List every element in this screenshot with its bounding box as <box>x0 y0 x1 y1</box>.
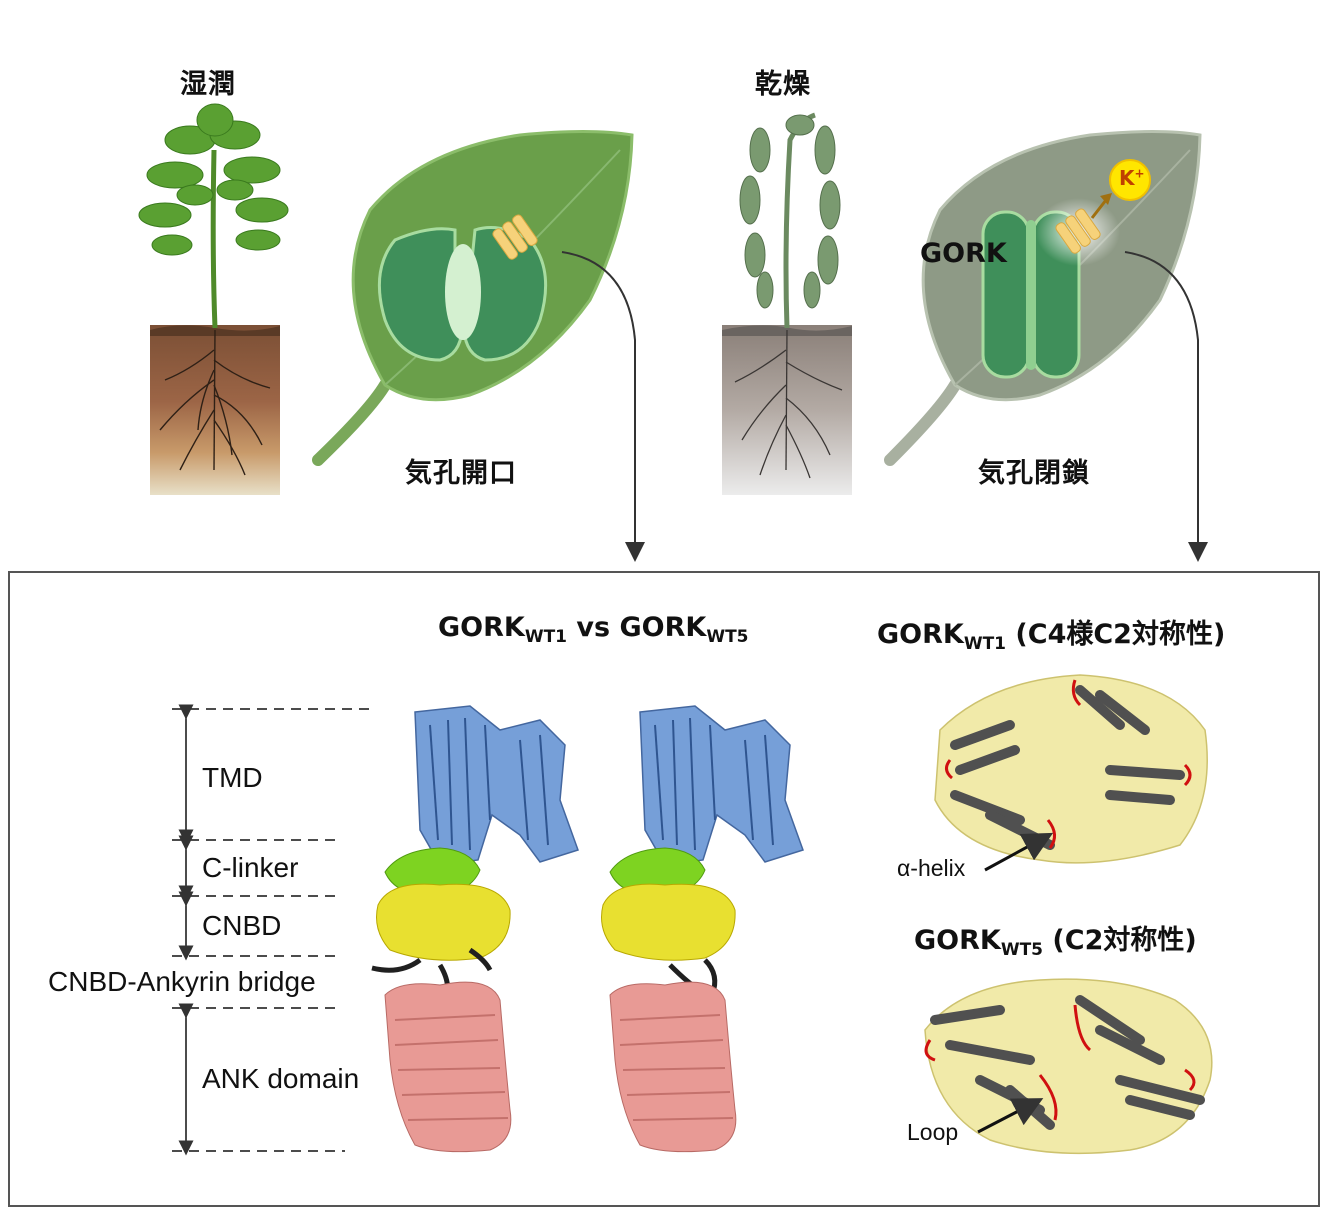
ion-symbol: K <box>1119 166 1135 190</box>
wt5-title-sub: WT5 <box>1000 940 1044 960</box>
structure-panel <box>8 571 1320 1207</box>
domain-label-bridge: CNBD-Ankyrin bridge <box>48 966 316 997</box>
domain-label-clinker: C-linker <box>202 852 299 883</box>
compare-title-prefix: GORK <box>438 612 525 643</box>
wt1-title-suffix: (C4様C2対称性) <box>1006 619 1226 650</box>
moist-leaf <box>312 130 634 466</box>
ring-wt1 <box>934 674 1208 864</box>
compare-title: GORKWT1 vs GORKWT5 <box>438 612 749 647</box>
wt5-title-prefix: GORK <box>914 925 1001 956</box>
potassium-ion <box>1109 159 1151 201</box>
wt5-title-suffix: (C2対称性) <box>1043 925 1197 956</box>
open-stoma <box>377 226 548 362</box>
moist-label: 湿潤 <box>180 69 236 100</box>
domain-label-cnbd: CNBD <box>202 910 282 941</box>
moist-plant <box>138 103 289 495</box>
wt1-title-sub: WT1 <box>963 634 1007 654</box>
wt5-title: GORKWT5 (C2対称性) <box>914 918 1197 960</box>
stomata-open-label: 気孔開口 <box>405 458 517 489</box>
compare-title-mid: vs GORK <box>567 612 707 643</box>
dry-leaf <box>884 130 1202 466</box>
gork-channel-label: GORK <box>920 238 1007 269</box>
helix-annotation: α-helix <box>897 855 966 881</box>
domain-label-tmd: TMD <box>202 762 263 793</box>
ion-charge: + <box>1134 166 1145 181</box>
connector-arrow-open <box>561 251 645 562</box>
moist-leaves <box>138 103 289 256</box>
compare-title-sub1: WT1 <box>524 627 568 647</box>
loop-annotation: Loop <box>907 1119 959 1145</box>
helix-pointer <box>984 832 1054 872</box>
wt1-title-prefix: GORK <box>877 619 964 650</box>
dry-plant <box>722 112 852 495</box>
efflux-arrow <box>1090 199 1108 219</box>
ring-wt5 <box>924 978 1213 1155</box>
connector-arrow-closed <box>1124 251 1208 562</box>
gork-channel-closed <box>1055 208 1101 254</box>
structure-wt1 <box>371 705 579 1153</box>
gork-channel-open <box>492 214 538 260</box>
dry-leaves <box>739 114 841 309</box>
wt1-title: GORKWT1 (C4様C2対称性) <box>877 612 1225 654</box>
domain-ruler <box>172 704 370 1156</box>
compare-title-sub2: WT5 <box>706 627 749 647</box>
dry-label: 乾燥 <box>755 69 811 100</box>
ion-label: K+ <box>1119 166 1145 190</box>
dry-roots <box>734 329 843 479</box>
moist-roots <box>159 329 271 476</box>
stomata-closed-label: 気孔閉鎖 <box>978 458 1090 489</box>
domain-label-ank: ANK domain <box>202 1063 360 1094</box>
structure-wt5 <box>601 705 804 1153</box>
loop-pointer <box>977 1098 1044 1134</box>
moist-stem <box>210 149 218 329</box>
